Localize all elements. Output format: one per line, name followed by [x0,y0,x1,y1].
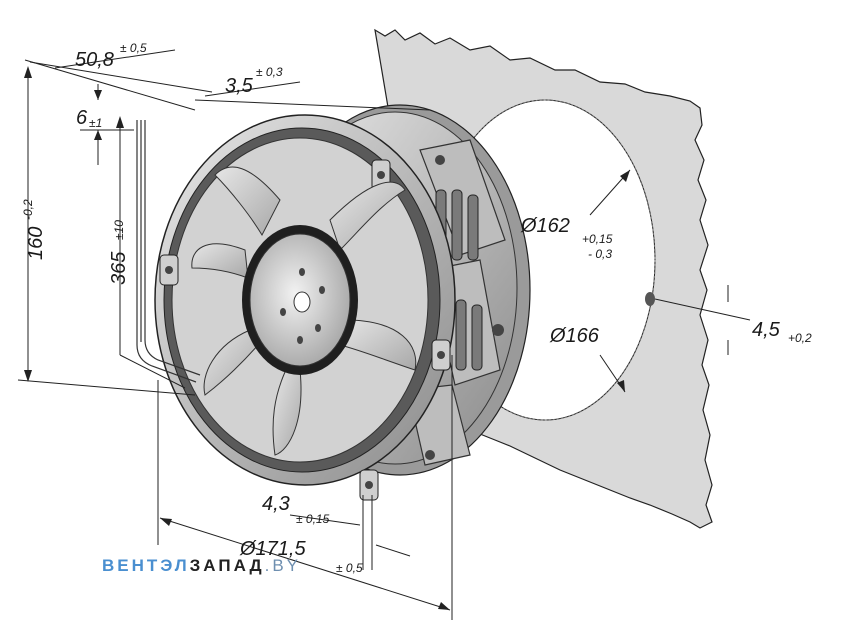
dim-cable: 365 ±10 [108,220,130,285]
dim-height: 160 -0,2 [21,199,47,260]
watermark: ВЕНТЭЛЗАПАД.BY [102,556,301,575]
dim-fan-diameter-value: Ø171,5 [239,538,306,560]
watermark-part3: .BY [265,556,301,575]
dim-cable-value: 365 [108,251,130,285]
dim-fan-diameter-tol: ± 0,5 [336,561,363,575]
dim-depth: 50,8 ± 0,5 [75,41,147,71]
dim-wire-strip-value: 6 [76,107,88,129]
watermark-part1: ВЕНТЭЛ [102,556,190,575]
dim-cable-tol: ±10 [112,220,126,240]
dim-depth-tol: ± 0,5 [120,41,147,55]
dim-flange: 3,5 ± 0,3 [225,65,283,97]
dim-flange-value: 3,5 [225,75,254,97]
watermark-part2: ЗАПАД [190,556,265,575]
dim-hole-value: 4,5 [752,319,781,341]
dim-hole-offset: 4,3 ± 0,15 [262,493,330,526]
dim-height-tol: -0,2 [21,199,35,220]
dim-bolt-circle-value: Ø166 [549,325,600,347]
dim-cutout-tol-lower: - 0,3 [588,247,612,261]
dim-wire-strip-tol: ±1 [89,116,102,130]
dim-cutout-tol-upper: +0,15 [582,232,613,246]
lead-wires [136,120,201,383]
dim-cutout-value: Ø162 [520,215,570,237]
fan-hub [242,225,358,375]
dimension-arrows [24,66,630,610]
dim-wire-strip: 6 ±1 [76,107,102,130]
dim-hole-offset-value: 4,3 [262,493,290,515]
dim-height-value: 160 [25,227,47,260]
dim-flange-tol: ± 0,3 [256,65,283,79]
dim-depth-value: 50,8 [75,49,114,71]
dim-bolt-circle: Ø166 [549,325,600,347]
dimension-lines [17,49,751,620]
dim-hole: 4,5 +0,2 [752,319,812,345]
mounting-hole [645,292,655,306]
dim-hole-tol: +0,2 [788,331,812,345]
fan-blades [191,166,417,456]
dim-hole-offset-tol: ± 0,15 [296,512,330,526]
dim-cutout: Ø162 +0,15 - 0,3 [520,215,613,261]
dim-fan-diameter: Ø171,5 ± 0,5 [239,538,363,575]
svg-text:ВЕНТЭЛЗАПАД.BY: ВЕНТЭЛЗАПАД.BY [102,556,301,575]
